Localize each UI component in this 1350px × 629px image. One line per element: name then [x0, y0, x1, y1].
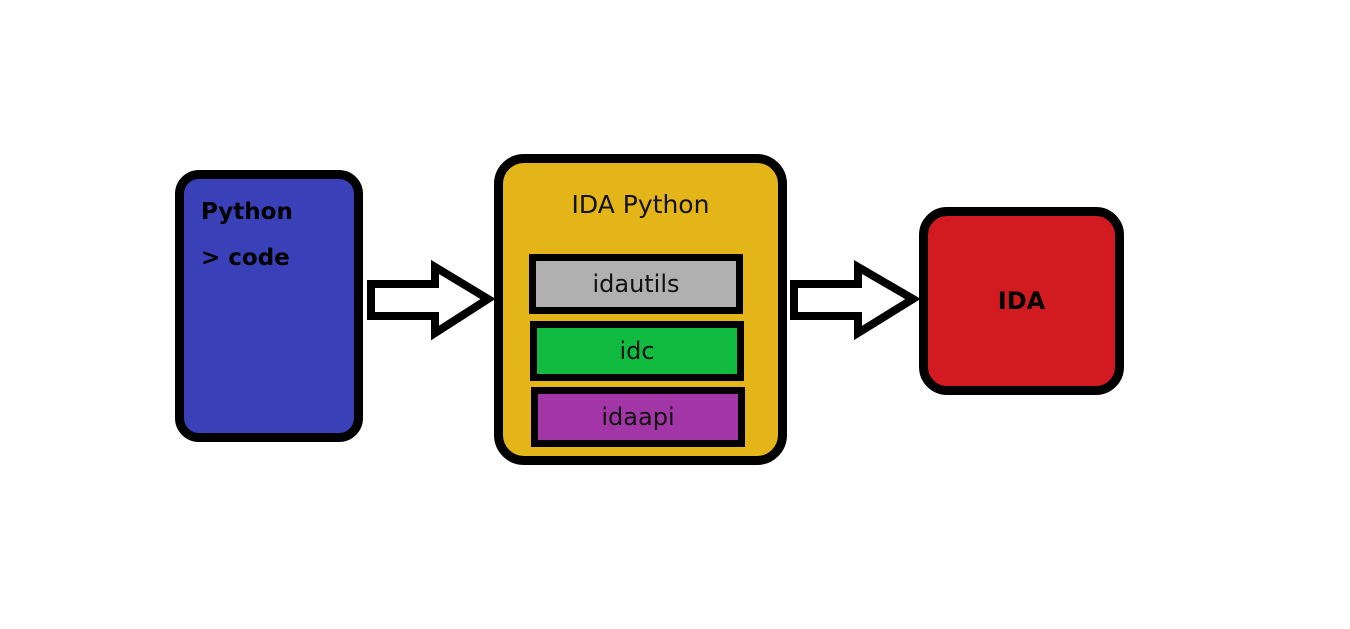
arrow-idapython-to-ida	[790, 260, 921, 341]
module-idaapi: idaapi	[531, 387, 745, 447]
module-idc: idc	[530, 321, 744, 381]
ida-box: IDA	[919, 207, 1124, 395]
ida-python-box: IDA Python idautils idc idaapi	[494, 154, 787, 465]
ida-python-title: IDA Python	[571, 190, 710, 219]
module-idautils: idautils	[529, 254, 743, 314]
python-label: Python	[201, 199, 293, 225]
python-code-box: Python > code	[175, 170, 363, 442]
ida-label: IDA	[997, 287, 1046, 315]
code-label: > code	[201, 245, 290, 271]
arrow-python-to-idapython	[367, 259, 496, 341]
